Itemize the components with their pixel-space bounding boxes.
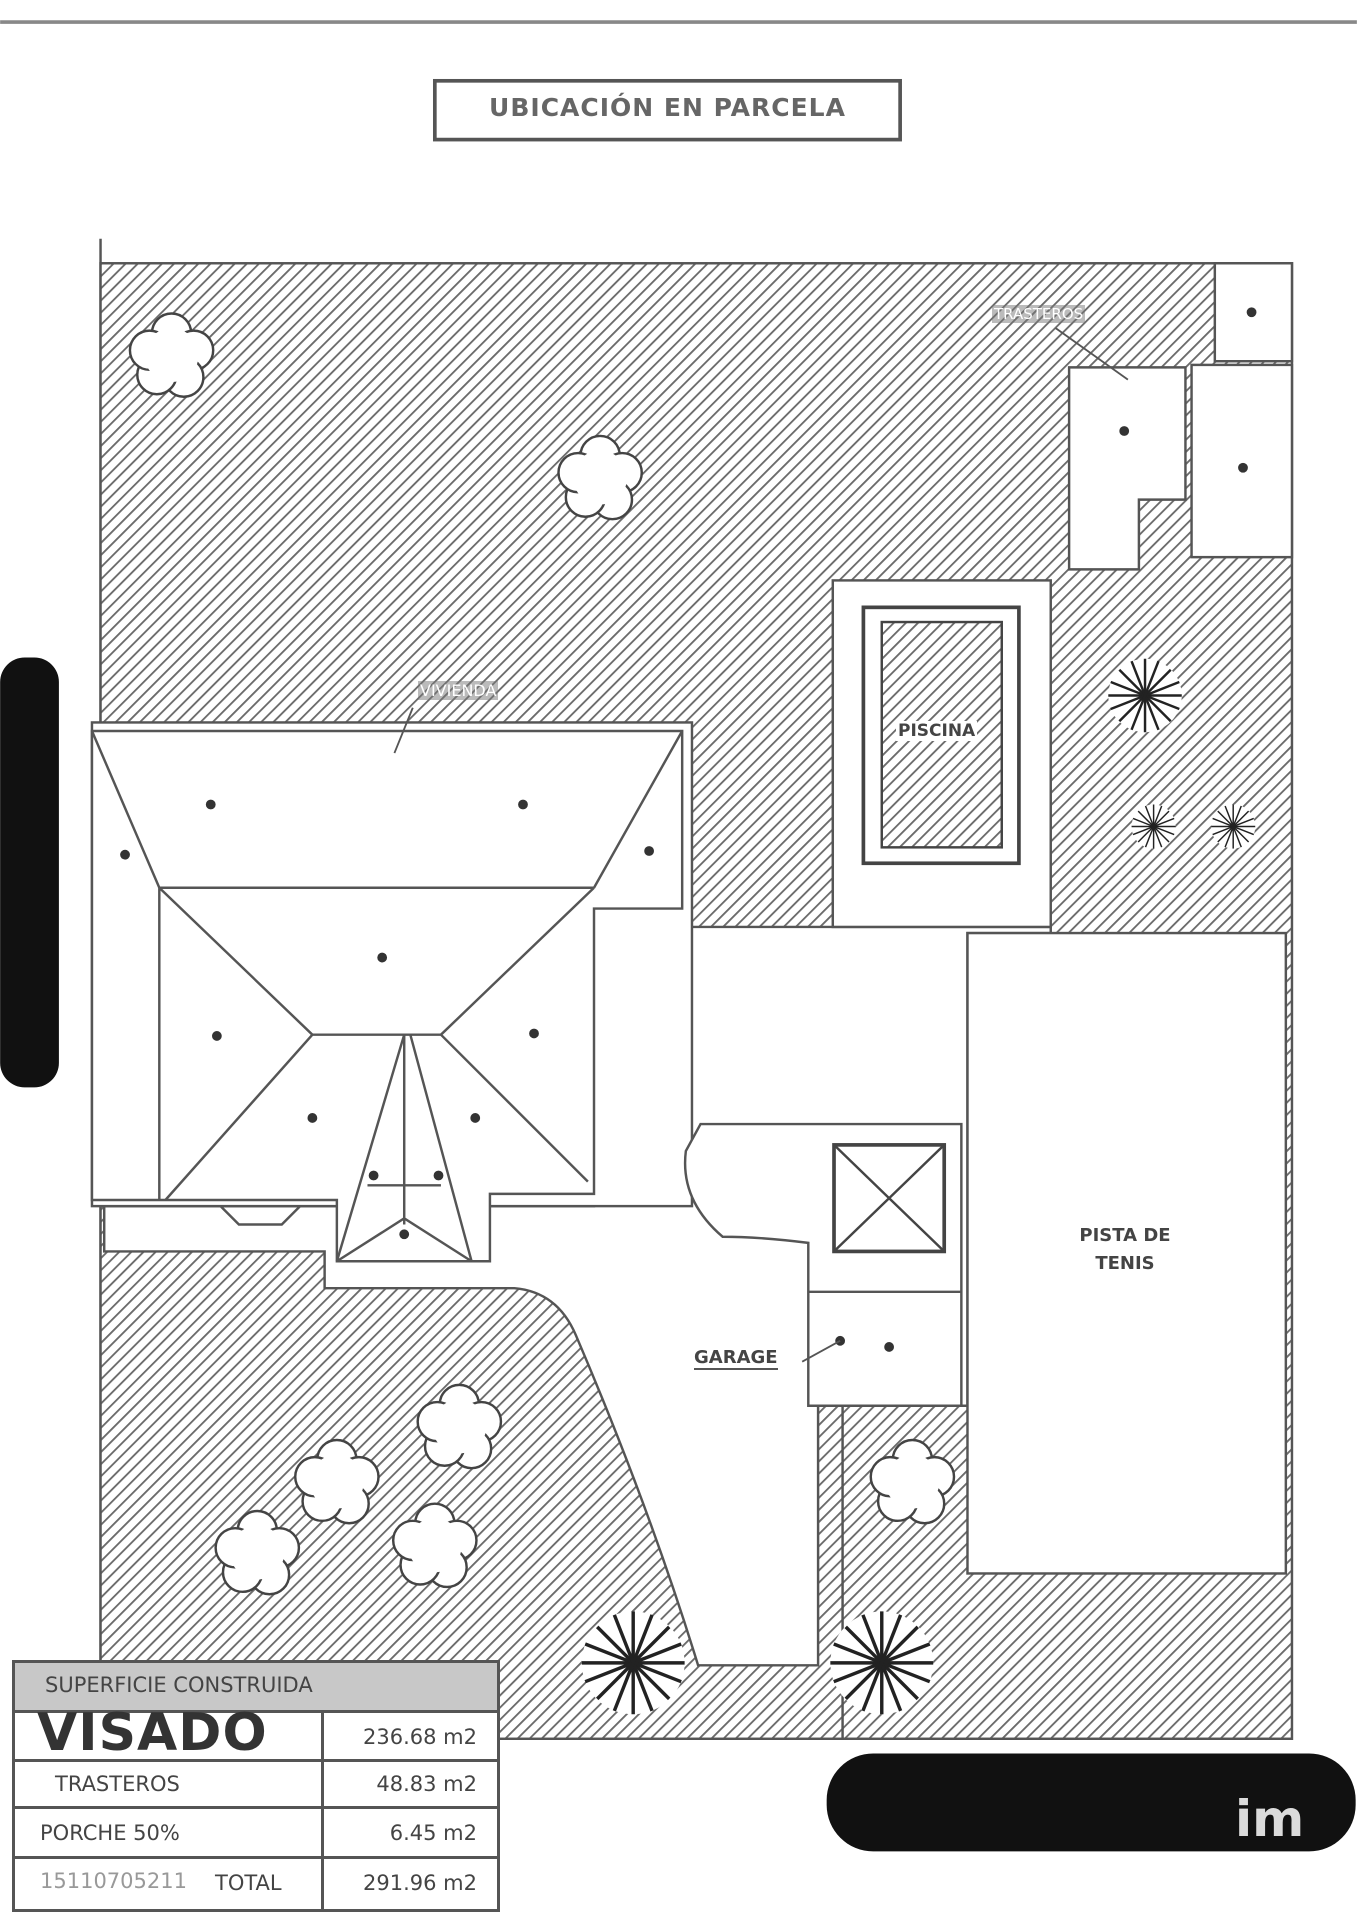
stamp-number: 15110705211 bbox=[40, 1869, 187, 1893]
garage bbox=[683, 1122, 963, 1407]
label-pista-de-tenis: PISTA DE TENIS bbox=[1060, 1222, 1190, 1278]
label-pista-line2: TENIS bbox=[1095, 1253, 1155, 1274]
watermark-logo: im bbox=[1235, 1790, 1305, 1848]
row-value: 236.68 m2 bbox=[363, 1725, 477, 1749]
row-value: 6.45 m2 bbox=[389, 1821, 477, 1845]
label-pista-line1: PISTA DE bbox=[1079, 1225, 1171, 1246]
row-label: TOTAL bbox=[215, 1871, 282, 1895]
label-vivienda: VIVIENDA bbox=[418, 681, 499, 700]
tennis-court bbox=[966, 931, 1288, 1575]
page-title: UBICACIÓN EN PARCELA bbox=[489, 93, 846, 122]
table-row: 236.68 m2 bbox=[15, 1713, 497, 1762]
area-table: SUPERFICIE CONSTRUIDA 236.68 m2 TRASTERO… bbox=[12, 1660, 500, 1912]
table-row: 15110705211 TOTAL 291.96 m2 bbox=[15, 1859, 497, 1909]
row-value: 48.83 m2 bbox=[376, 1772, 477, 1796]
visado-stamp: VISADO bbox=[37, 1703, 268, 1763]
label-piscina: PISCINA bbox=[896, 721, 978, 741]
label-trasteros: TRASTEROS bbox=[992, 305, 1086, 323]
house-roof-plan bbox=[90, 707, 694, 1263]
redaction-bottom-right bbox=[826, 1753, 1356, 1852]
title-box bbox=[432, 78, 902, 142]
storage-rooms bbox=[1055, 262, 1294, 571]
redaction-left bbox=[0, 657, 59, 1088]
row-value: 291.96 m2 bbox=[363, 1871, 477, 1895]
row-label: TRASTEROS bbox=[55, 1772, 180, 1796]
pool bbox=[831, 579, 1052, 929]
driveway-area bbox=[102, 925, 1052, 1667]
label-garage: GARAGE bbox=[694, 1347, 778, 1370]
table-row: TRASTEROS 48.83 m2 bbox=[15, 1762, 497, 1809]
row-label: PORCHE 50% bbox=[40, 1821, 180, 1845]
table-header: SUPERFICIE CONSTRUIDA bbox=[15, 1663, 497, 1713]
table-row: PORCHE 50% 6.45 m2 bbox=[15, 1809, 497, 1859]
